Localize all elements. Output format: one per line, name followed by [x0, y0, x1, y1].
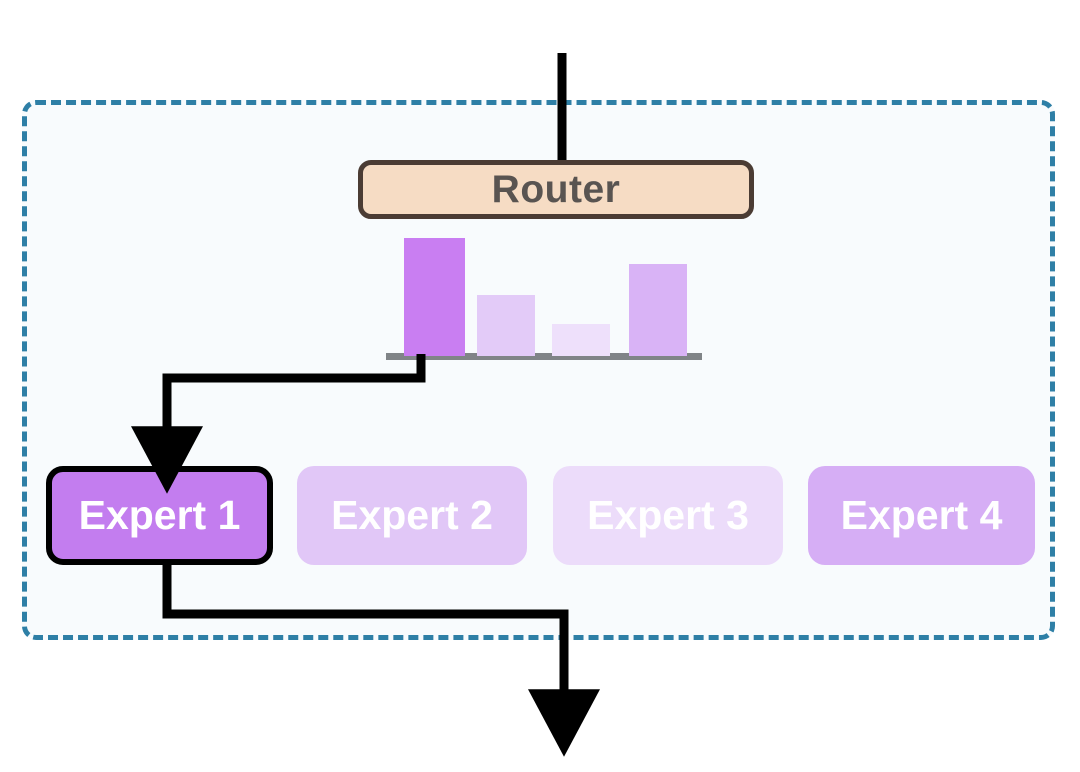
expert-box-1[interactable]: Expert 1: [46, 466, 273, 565]
expert-label-2: Expert 2: [331, 492, 493, 538]
histogram-bar-3: [552, 324, 610, 356]
expert-label-3: Expert 3: [587, 492, 749, 538]
histogram-baseline: [386, 353, 702, 360]
router-label: Router: [491, 168, 621, 211]
expert-label-1: Expert 1: [78, 492, 241, 538]
histogram-bar-2: [477, 295, 535, 356]
histogram-bar-4: [629, 264, 687, 356]
router-box[interactable]: Router: [358, 160, 754, 219]
expert-box-3[interactable]: Expert 3: [553, 466, 783, 565]
expert-box-4[interactable]: Expert 4: [808, 466, 1035, 565]
expert-box-2[interactable]: Expert 2: [297, 466, 527, 565]
histogram-bar-1: [404, 238, 465, 356]
router-gate-histogram: [386, 235, 702, 360]
expert-label-4: Expert 4: [840, 492, 1003, 538]
